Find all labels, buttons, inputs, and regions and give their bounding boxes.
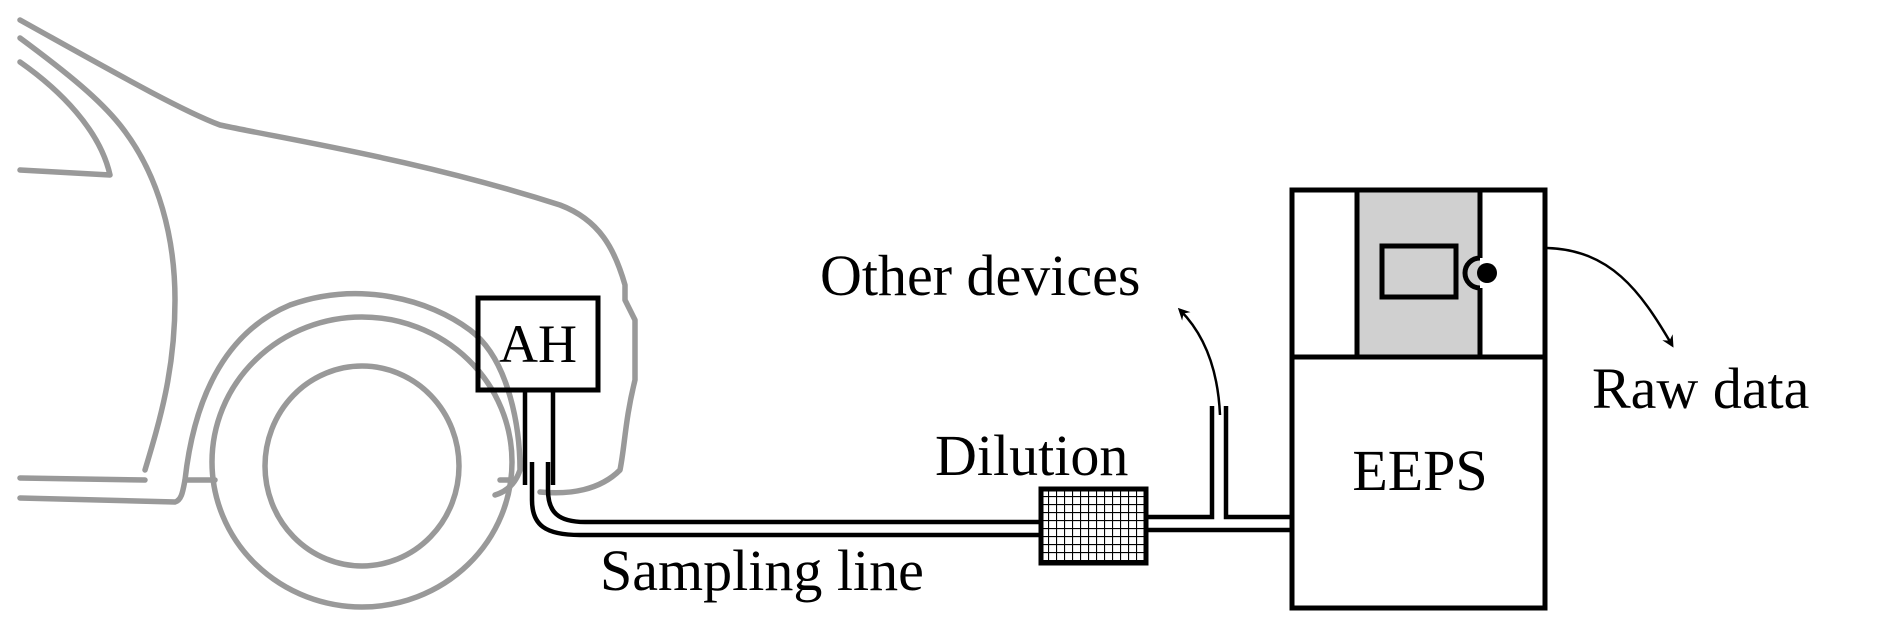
eeps-knob-ring [1462, 255, 1481, 291]
ah-label: AH [499, 314, 577, 374]
raw-data-arrow [1546, 246, 1674, 348]
sampling-line-outer [529, 462, 1042, 538]
sampling-line: Sampling line [529, 462, 1042, 603]
raw-data-label: Raw data [1592, 356, 1809, 421]
other-devices-arrow [1177, 307, 1222, 416]
car-sill-lower [17, 290, 523, 505]
dilution-box [1038, 486, 1149, 566]
dilution-unit: Dilution [935, 406, 1290, 566]
vehicle-outline [17, 17, 638, 610]
sampling-line-inner [545, 462, 1042, 525]
eeps-label: EEPS [1352, 438, 1487, 503]
dilution-to-eeps-upper [1146, 406, 1215, 520]
car-a-pillar-inner [17, 59, 113, 178]
other-devices-flow: Other devices [820, 243, 1222, 416]
eeps-knob-icon [1477, 263, 1497, 283]
eeps-instrument: EEPS [1289, 187, 1548, 611]
other-devices-label: Other devices [820, 243, 1140, 308]
raw-data-output: Raw data [1546, 246, 1809, 421]
car-wheel-rim [262, 363, 462, 569]
dilution-label: Dilution [935, 423, 1128, 488]
eeps-display-icon [1379, 243, 1459, 300]
car-sill-upper [17, 475, 148, 483]
ah-box [475, 295, 601, 393]
sampling-line-label: Sampling line [600, 538, 924, 603]
car-a-pillar-outer [17, 35, 178, 473]
ah-unit: AH [475, 295, 601, 485]
branch-right-wall [1223, 406, 1290, 520]
car-roof-line [17, 17, 638, 496]
car-tire [209, 314, 515, 610]
eeps-panel [1357, 190, 1480, 357]
